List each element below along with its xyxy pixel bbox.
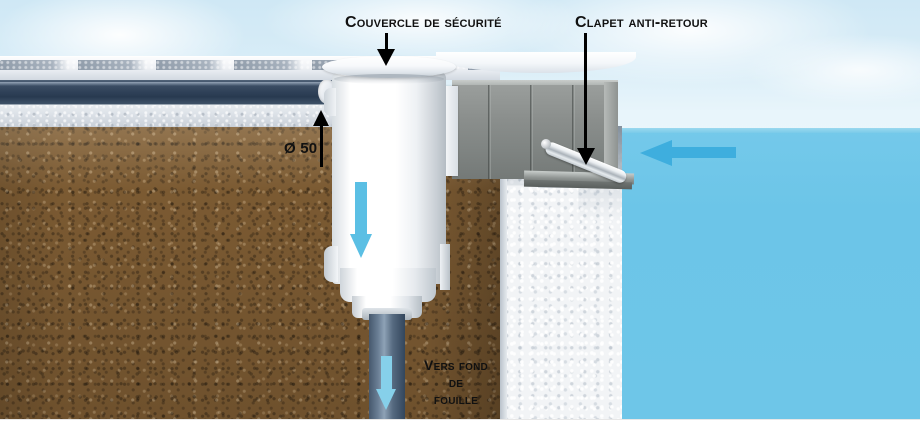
safety-valve-right-tab — [440, 244, 450, 290]
safety-valve-lower-nub — [324, 246, 338, 282]
label-to-excavation-bottom: Vers fond de fouille — [408, 357, 504, 408]
safety-cover-cap-shadow — [334, 74, 444, 84]
skimmer-top-rim — [452, 80, 618, 88]
label-to-excavation-line1: Vers fond — [424, 357, 488, 373]
coping-front-face — [0, 70, 500, 80]
horizontal-pipe-highlight — [0, 82, 332, 86]
check-valve-hinge — [541, 139, 551, 149]
pool-water — [620, 128, 920, 419]
label-safety-cover: Couvercle de sécurité — [345, 14, 502, 31]
label-to-excavation-line2: de — [448, 374, 464, 390]
label-diameter: Ø 50 — [284, 140, 318, 157]
figure-bottom-border — [0, 419, 920, 427]
safety-cover-cap — [322, 56, 456, 78]
label-check-valve: Clapet anti-retour — [575, 14, 708, 31]
label-to-excavation-line3: fouille — [433, 391, 479, 407]
safety-valve-upper-nub — [324, 88, 336, 116]
water-surface-line — [620, 128, 920, 133]
skimmer-right-post — [604, 82, 618, 182]
pool-wall-left-edge — [500, 126, 507, 419]
